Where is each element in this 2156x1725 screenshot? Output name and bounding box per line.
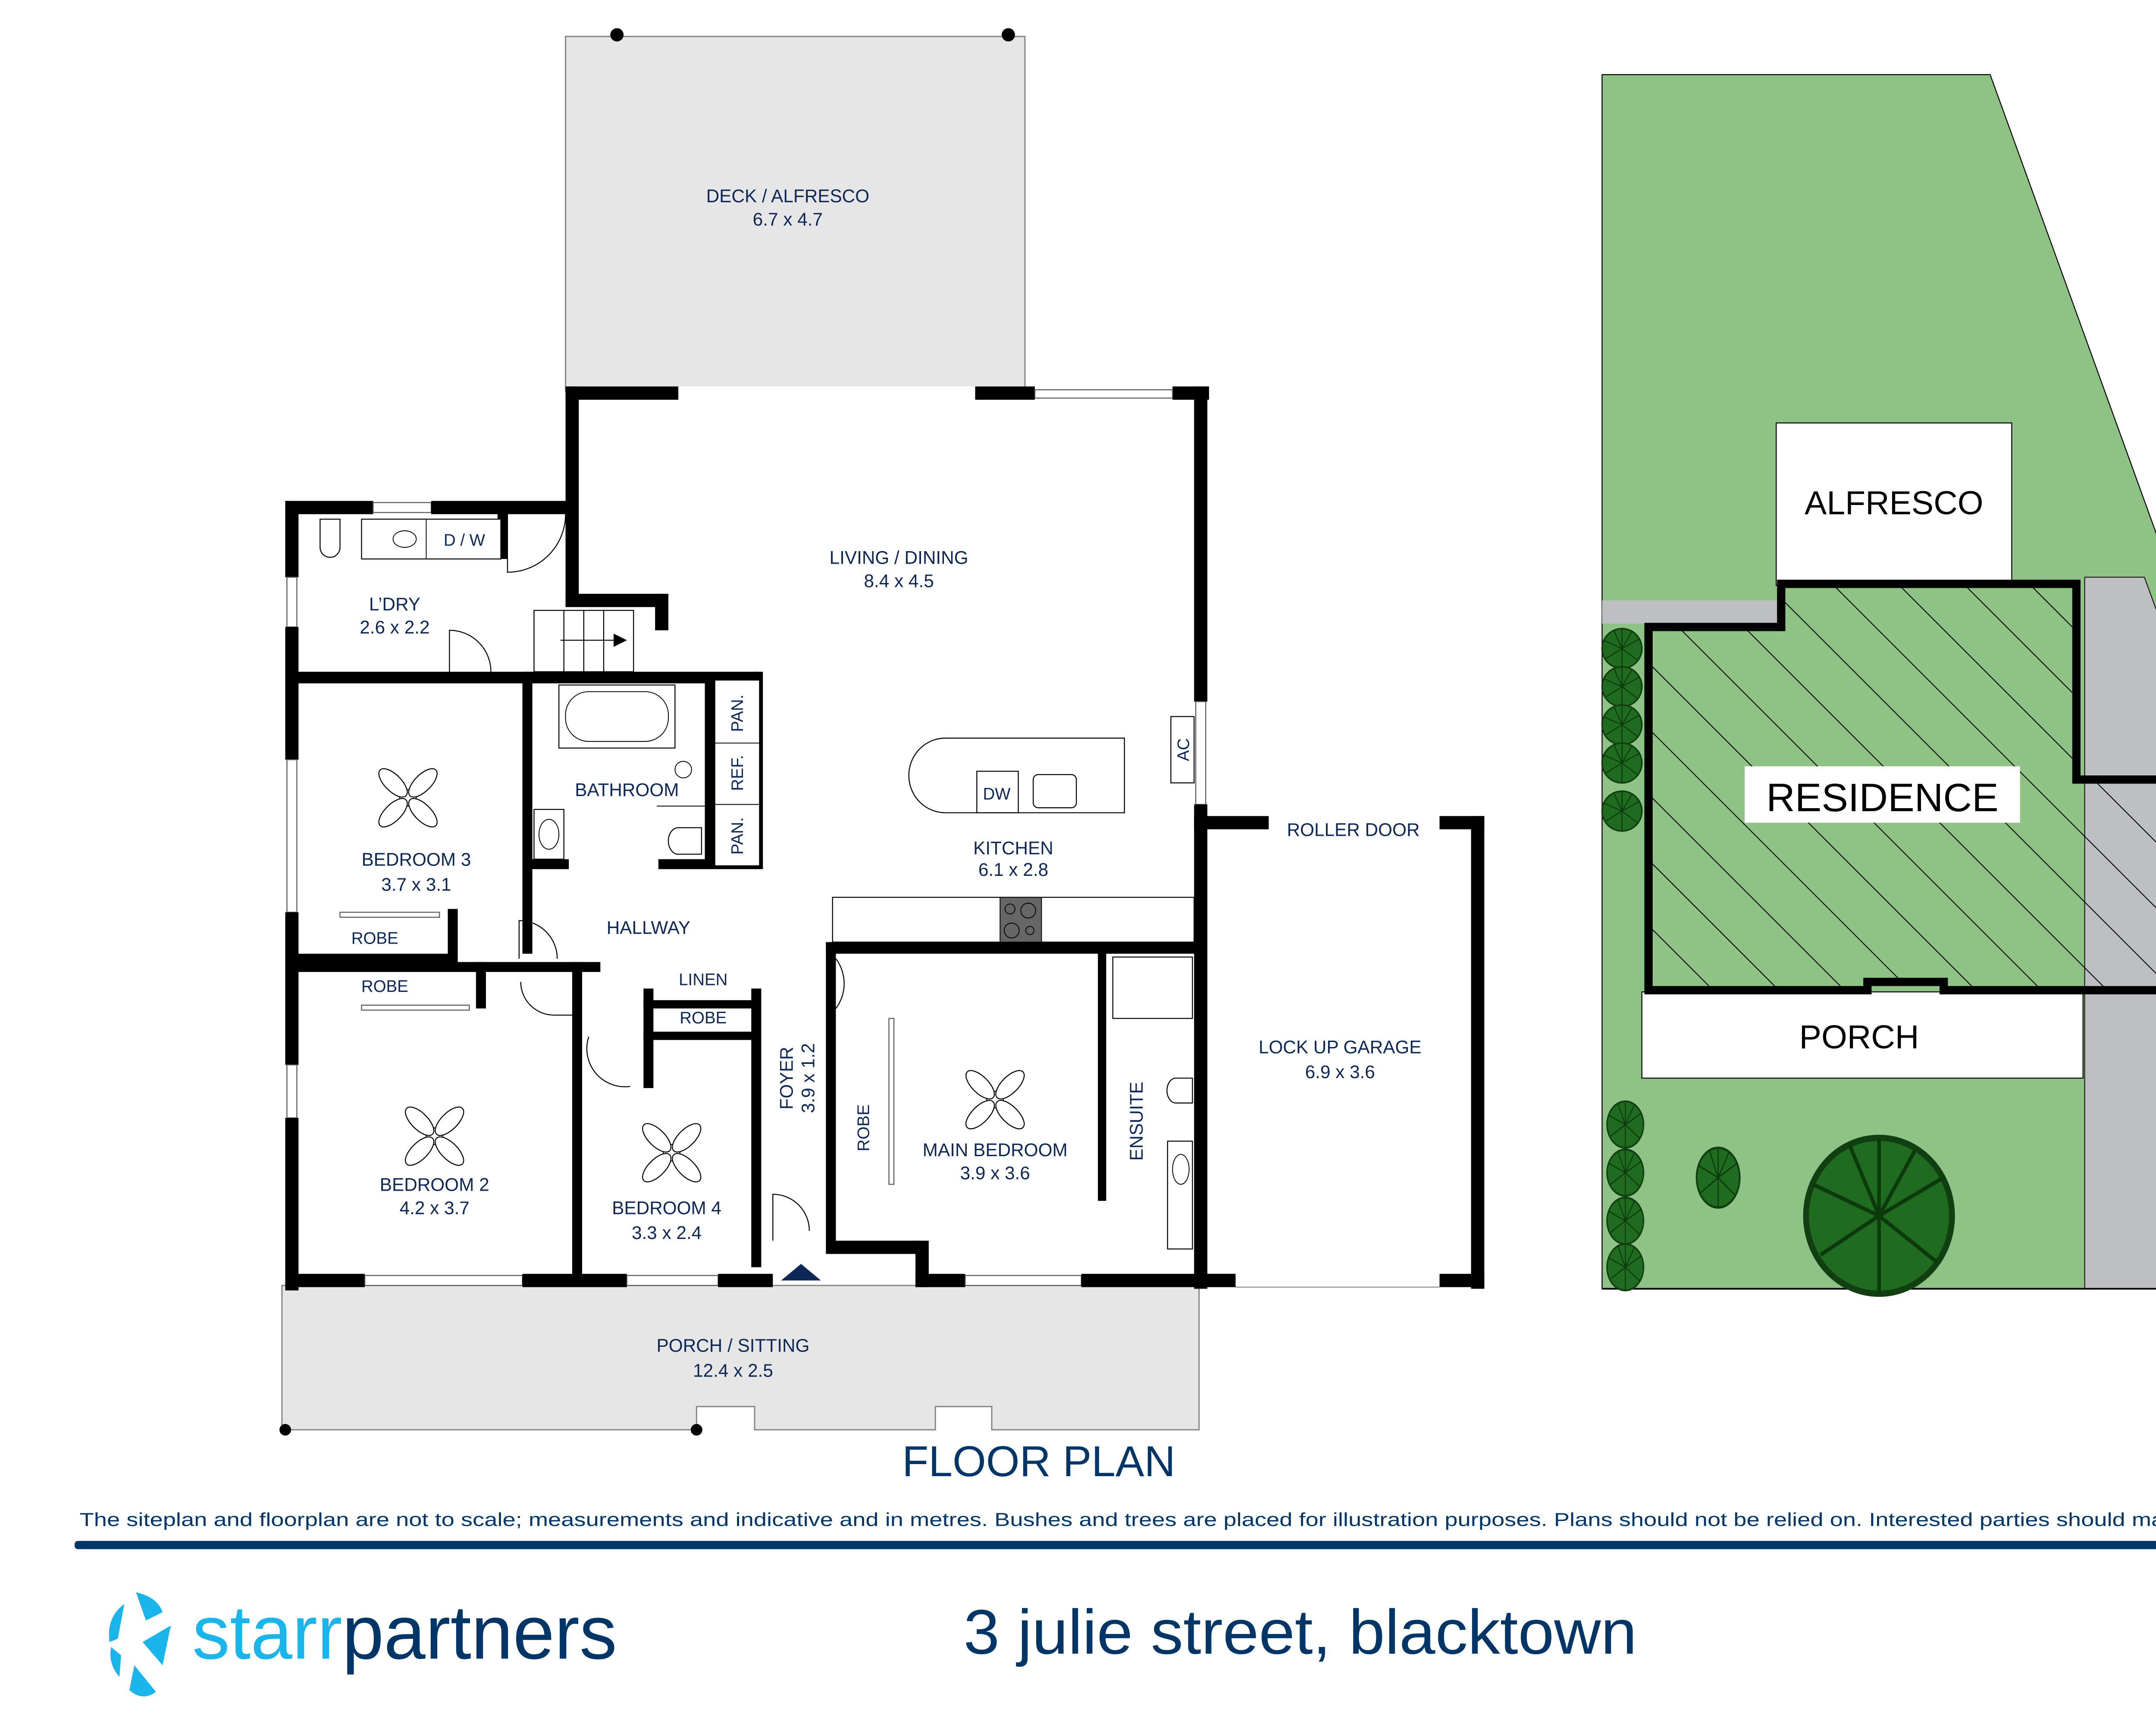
roller-door-label: ROLLER DOOR — [1287, 819, 1420, 840]
brand-wordmark: starrpartners — [192, 1590, 617, 1675]
bedroom2-size: 4.2 x 3.7 — [400, 1198, 470, 1218]
site-porch-label: PORCH — [1799, 1019, 1919, 1056]
brand-dark: partners — [342, 1590, 617, 1675]
main-bedroom-size: 3.9 x 3.6 — [960, 1163, 1030, 1183]
floor-plan: DECK / ALFRESCO 6.7 x 4.7 PORCH / SITTIN… — [279, 28, 1485, 1486]
bedroom2-name: BEDROOM 2 — [380, 1175, 489, 1195]
ac-label: AC — [1175, 738, 1193, 761]
fixtures: D / W PAN. REF. PAN. — [320, 514, 1195, 1281]
bedroom4-size: 3.3 x 2.4 — [632, 1223, 702, 1243]
site-alfresco-label: ALFRESCO — [1805, 484, 1984, 521]
main-bedroom-name: MAIN BEDROOM — [923, 1140, 1068, 1160]
starr-partners-logo-icon — [109, 1592, 171, 1697]
bedroom3-name: BEDROOM 3 — [361, 850, 471, 870]
living-name: LIVING / DINING — [830, 548, 968, 568]
entry-arrow-icon — [781, 1264, 821, 1281]
hallway-name: HALLWAY — [607, 917, 690, 938]
kitchen-dw-label: DW — [983, 785, 1011, 803]
laundry-size: 2.6 x 2.2 — [360, 617, 429, 637]
garage-size: 6.9 x 3.6 — [1305, 1062, 1375, 1082]
disclaimer-text: The siteplan and floorplan are not to sc… — [80, 1509, 2156, 1530]
walls — [285, 386, 1485, 1291]
ensuite-name: ENSUITE — [1126, 1082, 1147, 1160]
garage-name: LOCK UP GARAGE — [1259, 1037, 1422, 1057]
deck-area: DECK / ALFRESCO 6.7 x 4.7 — [565, 28, 1026, 392]
deck-name: DECK / ALFRESCO — [706, 186, 869, 206]
porch-size: 12.4 x 2.5 — [693, 1360, 773, 1380]
bed4-robe-label: ROBE — [680, 1009, 727, 1027]
bed2-robe-label: ROBE — [361, 977, 408, 996]
main-robe-label: ROBE — [854, 1104, 873, 1151]
bedroom3-size: 3.7 x 3.1 — [381, 874, 451, 894]
living-size: 8.4 x 4.5 — [864, 571, 934, 591]
deck-size: 6.7 x 4.7 — [753, 209, 823, 229]
floor-plan-title: FLOOR PLAN — [902, 1437, 1175, 1486]
foyer-size: 3.9 x 1.2 — [798, 1043, 818, 1113]
pantry-1-label: PAN. — [728, 694, 747, 732]
bathroom-name: BATHROOM — [575, 780, 679, 800]
porch-name: PORCH / SITTING — [657, 1336, 810, 1356]
footer: The siteplan and floorplan are not to sc… — [75, 1509, 2156, 1697]
laundry-name: L’DRY — [369, 594, 420, 614]
site-plan: ALFRESCO PORCH RESIDENCE SITE PLAN N — [1601, 74, 2156, 1342]
linen-label: LINEN — [679, 971, 727, 989]
kitchen-name: KITCHEN — [973, 838, 1053, 858]
site-residence-label: RESIDENCE — [1766, 775, 1999, 820]
bedroom4-name: BEDROOM 4 — [612, 1198, 721, 1218]
brand-light: starr — [192, 1590, 342, 1675]
bed3-robe-label: ROBE — [351, 929, 398, 947]
property-address: 3 julie street, blacktown — [964, 1597, 1637, 1667]
laundry-dw-label: D / W — [444, 531, 486, 549]
pantry-2-label: PAN. — [728, 817, 747, 855]
porch-area: PORCH / SITTING 12.4 x 2.5 — [279, 1285, 1200, 1436]
foyer-name: FOYER — [776, 1047, 796, 1110]
kitchen-size: 6.1 x 2.8 — [978, 859, 1048, 880]
room-labels: LIVING / DINING 8.4 x 4.5 L’DRY 2.6 x 2.… — [360, 548, 1421, 1243]
divider-bar — [75, 1541, 2156, 1549]
fridge-label: REF. — [728, 755, 747, 791]
